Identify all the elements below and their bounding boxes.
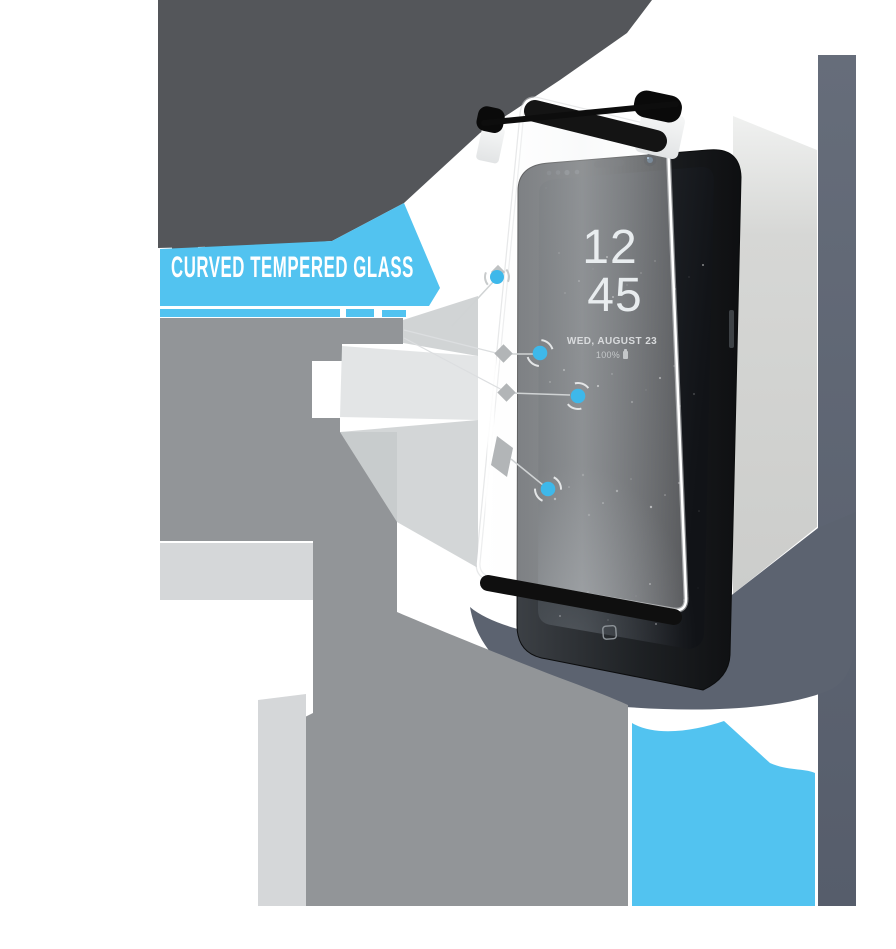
connector-parallelogram [491,436,513,477]
battery-percent: 100% [595,350,621,360]
callout-fan-lines [403,329,509,394]
glass-tab-left [476,124,505,164]
background-band-slate [818,55,856,906]
power-button [729,310,734,348]
aod-date: WED, AUGUST 23 [566,336,658,347]
banner-text-remnants [160,309,406,317]
callout-lines [451,280,571,486]
light-wedge-1 [403,296,478,356]
blue-blob [632,721,815,906]
light-wedge-3 [340,420,478,568]
aod-clock-minutes: 45 [587,269,643,322]
light-gray-strip [258,694,306,906]
banner-title: CURVED TEMPERED GLASS [171,251,414,284]
touch-arc [484,264,510,290]
touch-point-icon [570,388,586,404]
glass-left-highlight [484,139,503,557]
touch-point-icon [490,270,504,284]
banner-ribbon [160,203,440,306]
aod-clock-hour: 12 [582,221,638,274]
light-wedge-2 [340,346,478,420]
glass-bottom-band [480,575,682,625]
connector-diamond [494,344,513,363]
touch-point-icon [540,481,556,497]
aod-battery-row: 100% [551,349,673,360]
home-button-icon [602,625,617,640]
touch-point-icon [532,345,548,361]
gray-blob-lower [305,596,628,906]
touch-arc [564,382,592,410]
applicator-bar [481,101,679,126]
dark-blob [158,0,652,248]
gray-blob-upper [160,318,403,612]
battery-icon [623,349,629,359]
light-gray-bar [160,543,313,600]
callouts [403,264,592,503]
connector-diamond [497,383,516,402]
glass-protector [475,90,689,625]
background-band-light [733,116,817,594]
